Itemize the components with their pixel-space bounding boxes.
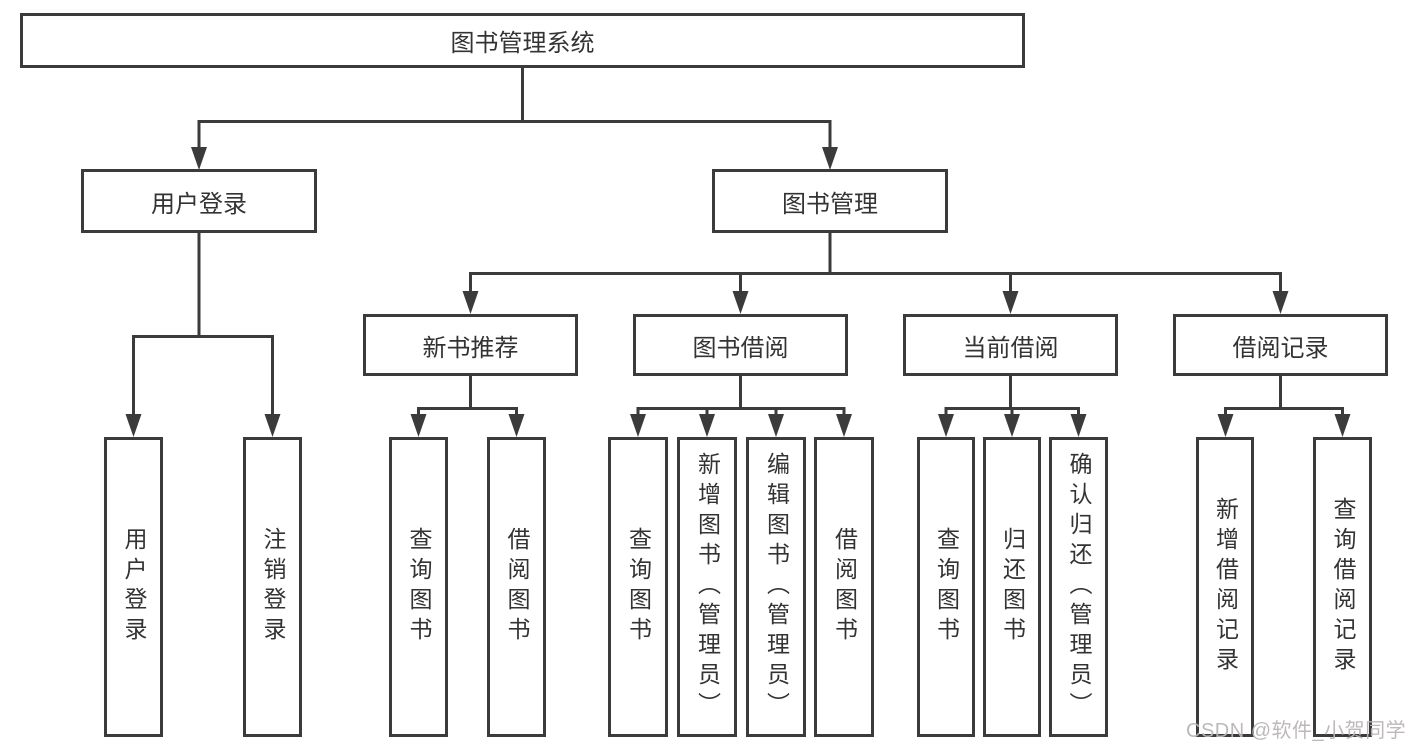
node-book-management-label: 图书管理 xyxy=(782,190,878,218)
leaf-confirm-return-admin: 确认归还（管理员） xyxy=(1049,437,1108,737)
leaf-add-borrow-record-label: 新增借阅记录 xyxy=(1212,497,1239,677)
arrow-down-icon xyxy=(125,414,142,437)
arrow-down-icon xyxy=(1002,291,1019,314)
node-root: 图书管理系统 xyxy=(20,13,1025,68)
leaf-query-borrow-record-label: 查询借阅记录 xyxy=(1330,497,1356,677)
leaf-query-books-current-label: 查询图书 xyxy=(933,527,960,647)
leaf-borrow-books-borrow: 借阅图书 xyxy=(814,437,874,737)
node-root-label: 图书管理系统 xyxy=(450,30,595,57)
node-book-borrowing: 图书借阅 xyxy=(633,314,848,376)
leaf-query-books-borrow: 查询图书 xyxy=(608,437,668,737)
leaf-query-borrow-record: 查询借阅记录 xyxy=(1313,437,1372,737)
leaf-query-books-borrow-label: 查询图书 xyxy=(625,527,652,647)
node-borrowing-records-label: 借阅记录 xyxy=(1232,334,1329,362)
arrow-down-icon xyxy=(462,291,479,314)
node-current-borrowing-label: 当前借阅 xyxy=(962,334,1059,362)
leaf-return-book-label: 归还图书 xyxy=(999,527,1026,647)
node-user-login-label: 用户登录 xyxy=(151,190,247,218)
arrow-down-icon xyxy=(191,147,207,170)
node-book-management: 图书管理 xyxy=(712,169,948,233)
leaf-borrow-books-recommend: 借阅图书 xyxy=(487,437,546,737)
arrow-down-icon xyxy=(1070,414,1087,437)
arrow-down-icon xyxy=(699,414,715,437)
node-user-login: 用户登录 xyxy=(81,169,317,233)
arrow-down-icon xyxy=(836,414,852,437)
node-new-book-recommendation: 新书推荐 xyxy=(363,314,578,376)
arrow-down-icon xyxy=(822,147,838,170)
arrow-down-icon xyxy=(1272,291,1289,314)
connector-borrowing-rail xyxy=(636,407,846,420)
node-new-book-recommendation-label: 新书推荐 xyxy=(422,334,519,362)
arrow-down-icon xyxy=(1217,414,1234,437)
arrow-down-icon xyxy=(264,414,281,437)
node-borrowing-records: 借阅记录 xyxy=(1173,314,1388,376)
leaf-query-books-recommend-label: 查询图书 xyxy=(406,527,432,647)
arrow-down-icon xyxy=(410,414,427,437)
connector-records-rail xyxy=(1224,407,1344,420)
leaf-borrow-books-recommend-label: 借阅图书 xyxy=(504,527,530,647)
connector-recommend-rail xyxy=(417,407,518,420)
leaf-borrow-books-borrow-label: 借阅图书 xyxy=(831,527,858,647)
arrow-down-icon xyxy=(732,291,749,314)
leaf-query-books-current: 查询图书 xyxy=(917,437,975,737)
leaf-return-book: 归还图书 xyxy=(983,437,1041,737)
leaf-user-login-label: 用户登录 xyxy=(121,527,147,647)
arrow-down-icon xyxy=(630,414,646,437)
connector-level2-rail xyxy=(197,120,832,151)
leaf-add-borrow-record: 新增借阅记录 xyxy=(1196,437,1254,737)
connector-userlogin-rail xyxy=(132,335,274,419)
leaf-user-login: 用户登录 xyxy=(104,437,163,737)
arrow-down-icon xyxy=(938,414,954,437)
node-book-borrowing-label: 图书借阅 xyxy=(692,334,789,362)
leaf-add-book-admin-label: 新增图书（管理员） xyxy=(694,452,721,722)
leaf-logout: 注销登录 xyxy=(243,437,302,737)
leaf-edit-book-admin-label: 编辑图书（管理员） xyxy=(763,452,790,722)
arrow-down-icon xyxy=(1334,414,1351,437)
arrow-down-icon xyxy=(1004,414,1020,437)
connector-level3-rail xyxy=(469,272,1282,297)
leaf-query-books-recommend: 查询图书 xyxy=(389,437,448,737)
node-current-borrowing: 当前借阅 xyxy=(903,314,1118,376)
leaf-logout-label: 注销登录 xyxy=(260,527,286,647)
arrow-down-icon xyxy=(508,414,525,437)
watermark: CSDN @软件_小贺同学 xyxy=(1186,720,1405,742)
leaf-add-book-admin: 新增图书（管理员） xyxy=(677,437,737,737)
leaf-confirm-return-admin-label: 确认归还（管理员） xyxy=(1066,452,1092,722)
arrow-down-icon xyxy=(768,414,784,437)
leaf-edit-book-admin: 编辑图书（管理员） xyxy=(746,437,806,737)
